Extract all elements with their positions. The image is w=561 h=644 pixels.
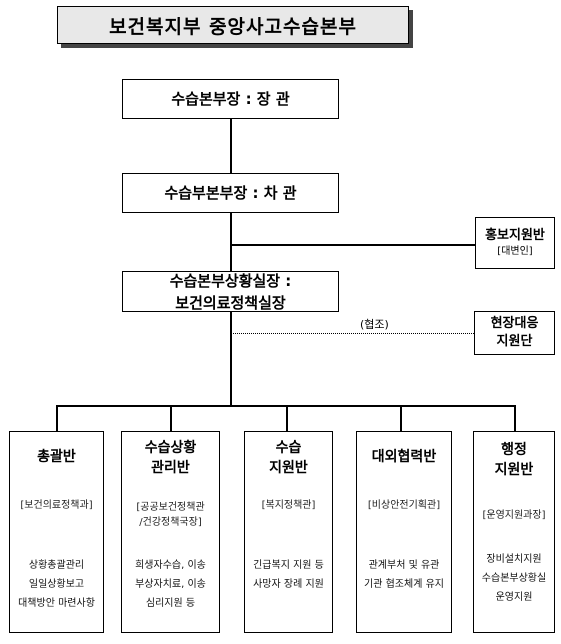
team-dept: [복지정책관] (261, 500, 316, 511)
deputy-label: 수습부본부장 : 차 관 (164, 184, 297, 202)
team-general: 총괄반 [보건의료정책과] 상황총괄관리 일일상황보고 대책방안 마련사항 (9, 431, 104, 633)
chief-label: 수습본부장 : 장 관 (171, 90, 290, 108)
team-duties: 긴급복지 지원 등 사망자 장례 지원 (253, 560, 324, 590)
cooperation-label: (협조) (360, 318, 389, 331)
pr-unit-sub: [대변인] (497, 246, 533, 257)
team-name: 수습상황 관리반 (144, 440, 197, 476)
connector-chief-deputy (230, 118, 232, 174)
connector-team-3 (286, 405, 288, 432)
team-name: 대외협력반 (371, 449, 437, 465)
title-text: 보건복지부 중앙사고수습본부 (109, 15, 357, 38)
connector-team-1 (56, 405, 58, 432)
situation-label-line1: 수습본부상황실장 : (169, 271, 292, 290)
team-recovery-support: 수습 지원반 [복지정책관] 긴급복지 지원 등 사망자 장례 지원 (244, 431, 333, 633)
situation-label-line2: 보건의료정책실장 (175, 293, 286, 312)
team-name: 수습 지원반 (269, 440, 308, 476)
team-duties: 관계부처 및 유관 기관 협조체계 유지 (364, 560, 444, 590)
connector-field-dotted (230, 333, 474, 334)
pr-unit-name: 홍보지원반 (485, 228, 545, 243)
connector-deputy-situation (230, 212, 232, 272)
team-duties: 상황총괄관리 일일상황보고 대책방안 마련사항 (18, 560, 95, 609)
connector-team-2 (170, 405, 172, 432)
connector-situation-teams (230, 311, 232, 406)
pr-support-unit: 홍보지원반 [대변인] (475, 217, 555, 269)
field-response-unit: 현장대응 지원단 (474, 311, 555, 355)
situation-node: 수습본부상황실장 : 보건의료정책실장 (122, 271, 339, 312)
team-administrative-support: 행정 지원반 [운영지원과장] 장비설치지원 수습본부상황실 운영지원 (473, 431, 555, 633)
team-dept: [공공보건정책관 /건강정책국장] (136, 502, 205, 528)
team-duties: 장비설치지원 수습본부상황실 운영지원 (481, 554, 547, 603)
connector-pr (230, 244, 476, 246)
team-dept: [운영지원과장] (482, 510, 546, 521)
team-external-cooperation: 대외협력반 [비상안전기획관] 관계부처 및 유관 기관 협조체계 유지 (356, 431, 452, 633)
team-situation-management: 수습상황 관리반 [공공보건정책관 /건강정책국장] 희생자수습, 이송 부상자… (121, 431, 220, 633)
connector-horizontal-bus (56, 405, 514, 407)
connector-team-4 (400, 405, 402, 432)
team-name: 행정 지원반 (494, 442, 534, 478)
team-name: 총괄반 (37, 449, 76, 465)
team-duties: 희생자수습, 이송 부상자치료, 이송 심리지원 등 (135, 560, 206, 609)
deputy-node: 수습부본부장 : 차 관 (122, 173, 339, 213)
chief-node: 수습본부장 : 장 관 (122, 79, 339, 119)
team-dept: [보건의료정책과] (20, 500, 93, 511)
connector-team-5 (514, 405, 516, 432)
page-title: 보건복지부 중앙사고수습본부 (57, 6, 409, 44)
field-unit-name-line2: 지원단 (496, 334, 533, 349)
team-dept: [비상안전기획관] (367, 500, 441, 511)
field-unit-name-line1: 현장대응 (490, 316, 539, 331)
